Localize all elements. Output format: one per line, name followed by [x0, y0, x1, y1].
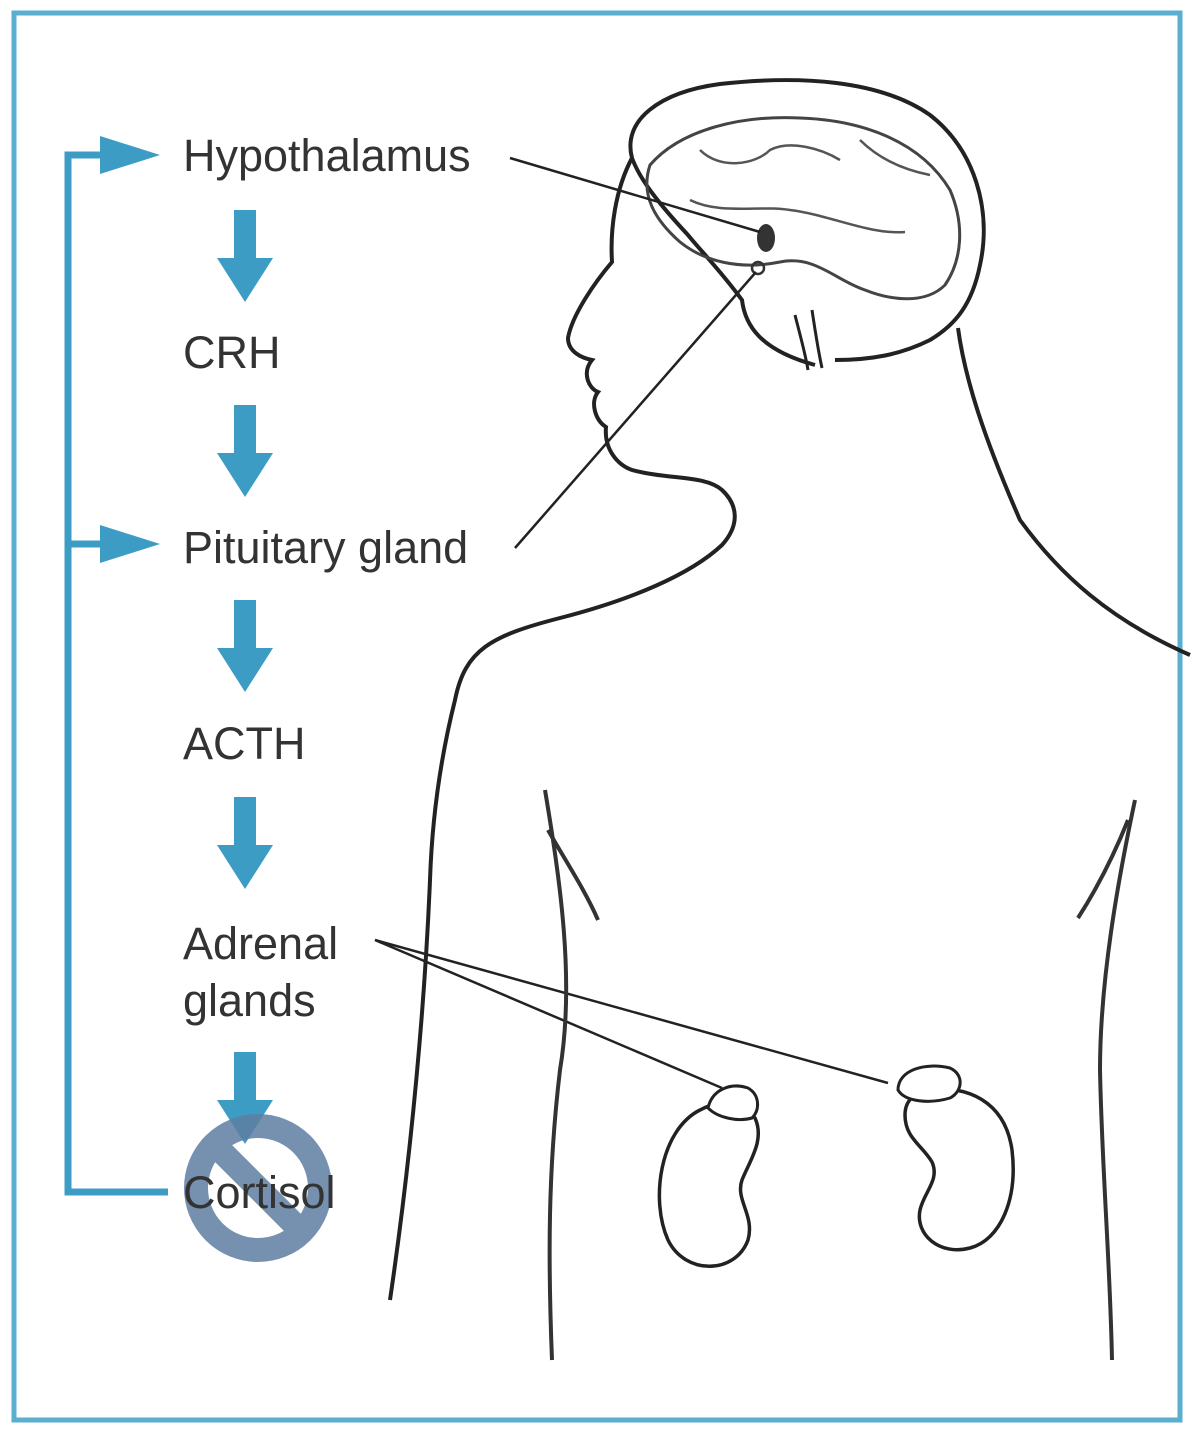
- label-cortisol: Cortisol: [183, 1167, 336, 1218]
- brain-outline: [645, 116, 962, 301]
- feedback-loop-line: [64, 151, 168, 1196]
- torso-right-shade: [1076, 819, 1130, 920]
- kidney-left: [657, 1101, 761, 1268]
- leader-adrenal-right: [374, 938, 889, 1085]
- brain-fold-1: [699, 144, 841, 165]
- leader-pituitary: [514, 271, 757, 549]
- brain-fold-2: [689, 198, 906, 234]
- body-outline-face: [388, 157, 737, 1301]
- label-pituitary-gland: Pituitary gland: [183, 522, 469, 573]
- leader-hypothalamus: [509, 156, 761, 234]
- label-adrenal-glands: Adrenal glands: [183, 915, 383, 1029]
- kidney-right: [903, 1087, 1015, 1252]
- body-outline-neck-back: [810, 309, 824, 369]
- torso-left-shade: [546, 829, 600, 921]
- adrenal-left: [706, 1084, 759, 1122]
- down-arrow-3: [217, 600, 273, 692]
- body-outline-shoulder-right: [956, 327, 1191, 657]
- down-arrow-1: [217, 210, 273, 302]
- hypothalamus-mark: [757, 224, 775, 252]
- leader-adrenal-left: [374, 938, 723, 1090]
- pituitary-mark: [750, 260, 766, 276]
- feedback-arrow-pituitary: [100, 525, 160, 563]
- down-arrow-4: [217, 797, 273, 889]
- label-crh: CRH: [183, 327, 281, 378]
- body-outline-neck-back-2: [793, 314, 810, 371]
- inhibition-icon: [184, 1114, 332, 1262]
- body-outline-head: [628, 78, 986, 367]
- label-hypothalamus: Hypothalamus: [183, 130, 471, 181]
- label-acth: ACTH: [183, 718, 306, 769]
- torso-left-line: [543, 789, 569, 1361]
- brain-fold-3: [859, 139, 931, 177]
- frame-border: [11, 10, 1183, 1423]
- feedback-arrow-hypothalamus: [100, 136, 160, 174]
- label-adrenal-line1: Adrenal: [183, 918, 339, 969]
- down-arrow-2: [217, 405, 273, 497]
- torso-right-line: [1097, 799, 1137, 1361]
- label-adrenal-line2: glands: [183, 975, 316, 1026]
- adrenal-right: [896, 1064, 962, 1103]
